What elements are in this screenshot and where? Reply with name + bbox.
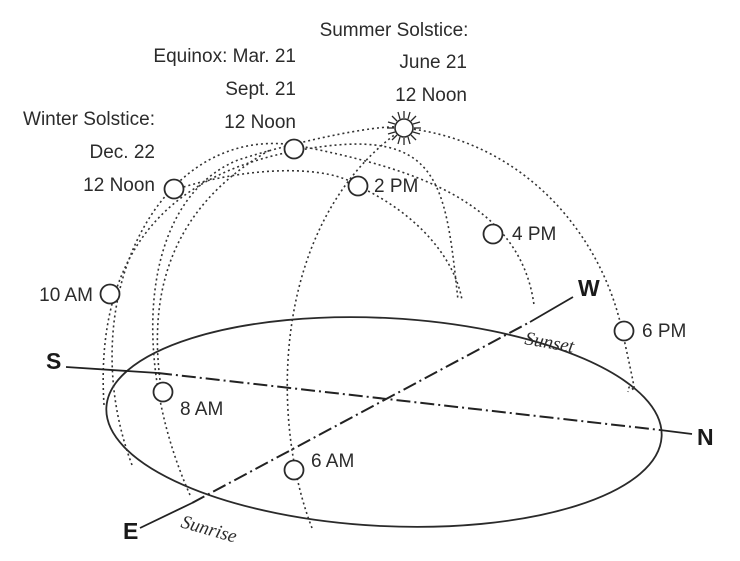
horizon-ellipse	[105, 316, 663, 528]
equinox-time: 12 Noon	[224, 112, 296, 133]
sun-equinox-noon	[283, 138, 305, 160]
summer-solstice-date: June 21	[399, 52, 467, 73]
north-axis-end	[659, 429, 693, 435]
direction-south: S	[46, 348, 61, 374]
sun-6am	[283, 459, 305, 481]
south-axis-solid	[65, 366, 159, 374]
winter-solstice-title: Winter Solstice:	[23, 109, 155, 130]
summer-solstice-left-path	[152, 126, 405, 496]
sun-winter-noon	[163, 178, 185, 200]
direction-west: W	[578, 275, 600, 301]
sun-4pm	[482, 223, 504, 245]
time-label-10am: 10 AM	[39, 285, 93, 306]
winter-solstice-path	[173, 169, 463, 301]
sun-8am	[152, 381, 174, 403]
west-axis-end	[529, 296, 574, 323]
equinox-date: Sept. 21	[225, 79, 296, 100]
sun-10am	[99, 283, 121, 305]
time-label-8am: 8 AM	[180, 399, 223, 420]
summer-solstice-title: Summer Solstice:	[320, 20, 469, 41]
time-label-4pm: 4 PM	[512, 224, 556, 245]
direction-east: E	[123, 518, 138, 544]
winter-morning-path	[156, 149, 271, 381]
time-label-6am: 6 AM	[311, 451, 354, 472]
sun-6pm	[613, 320, 635, 342]
sun-icon	[387, 111, 421, 145]
equinox-title: Equinox: Mar. 21	[153, 46, 296, 67]
equinox-outer-path	[111, 142, 535, 466]
summer-solstice-right-path	[403, 127, 636, 393]
east-axis-solid	[139, 502, 193, 529]
south-north-axis	[157, 372, 661, 431]
east-west-axis	[191, 321, 531, 504]
time-label-2pm: 2 PM	[374, 176, 418, 197]
direction-north: N	[697, 424, 714, 450]
sunset-label: Sunset	[523, 328, 576, 357]
sun-2pm	[347, 175, 369, 197]
summer-solstice-time: 12 Noon	[395, 85, 467, 106]
winter-solstice-time: 12 Noon	[83, 175, 155, 196]
winter-solstice-date: Dec. 22	[90, 142, 155, 163]
sunrise-label: Sunrise	[179, 512, 240, 548]
time-label-6pm: 6 PM	[642, 321, 686, 342]
